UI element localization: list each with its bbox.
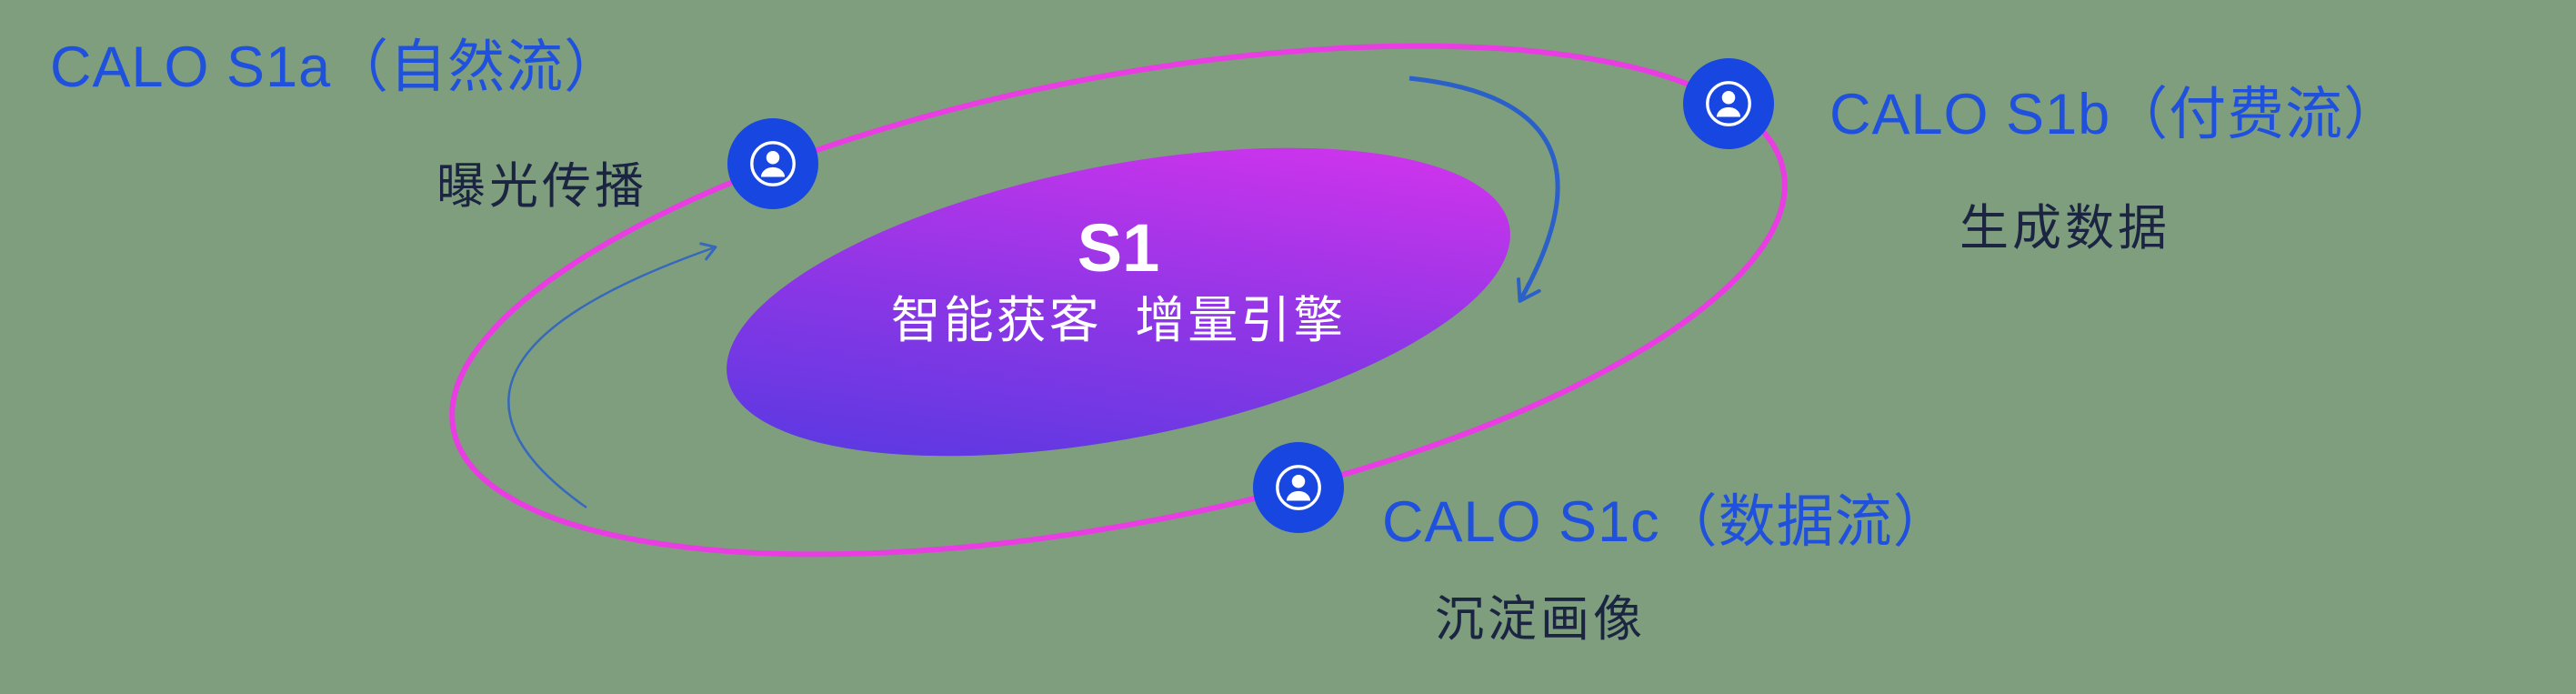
core-title: S1 bbox=[1077, 210, 1160, 286]
node-s1c bbox=[1253, 442, 1344, 533]
node-s1b bbox=[1683, 58, 1774, 149]
label-s1b-subtitle: 生成数据 bbox=[1960, 201, 2170, 256]
flow-arrow-left bbox=[507, 242, 717, 509]
person-icon bbox=[1276, 465, 1321, 510]
core-ellipse bbox=[727, 147, 1510, 457]
label-s1a-title: CALO S1a（自然流） bbox=[50, 35, 623, 99]
core-subtitle: 智能获客 增量引擎 bbox=[890, 292, 1347, 348]
flow-arrow-right bbox=[1408, 75, 1560, 303]
label-s1a-subtitle: 曝光传播 bbox=[436, 159, 647, 214]
label-s1c-subtitle: 沉淀画像 bbox=[1435, 592, 1646, 647]
orbit-ring bbox=[449, 43, 1788, 558]
label-s1b-title: CALO S1b（付费流） bbox=[1829, 83, 2402, 146]
label-s1c-title: CALO S1c（数据流） bbox=[1382, 490, 1951, 554]
person-icon bbox=[1706, 81, 1751, 126]
person-icon bbox=[750, 141, 796, 186]
node-s1a bbox=[727, 118, 818, 209]
